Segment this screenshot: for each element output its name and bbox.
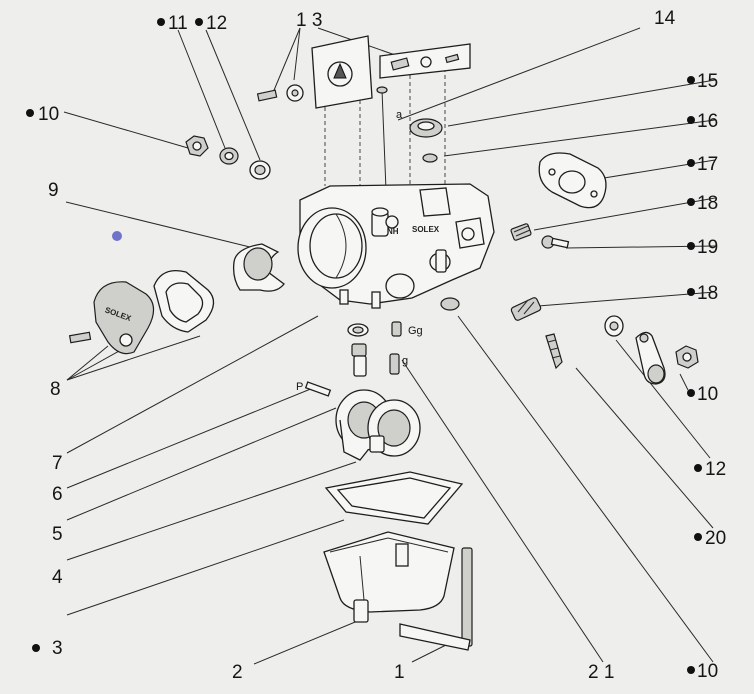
washer-7 <box>347 323 369 337</box>
ink-mark <box>112 231 122 241</box>
label-19: 19 <box>697 237 718 258</box>
label-7: 7 <box>52 453 63 474</box>
label-18-top: 18 <box>697 193 718 214</box>
label-3: 3 <box>52 638 63 659</box>
label-8: 8 <box>50 379 61 400</box>
label-2: 2 <box>232 662 243 683</box>
body-code-marking: NH <box>387 227 399 236</box>
letter-p: P <box>296 381 303 393</box>
nut-10-small <box>440 297 460 311</box>
washer-12-right <box>604 315 624 337</box>
letter-a: a <box>396 109 403 121</box>
label-4: 4 <box>52 567 63 588</box>
number-labels: 10 11 12 1 3 14 15 16 17 18 19 18 10 1 2 … <box>38 8 726 683</box>
gasket-3 <box>324 471 464 525</box>
label-14: 14 <box>654 8 676 29</box>
label-9: 9 <box>48 180 59 201</box>
label-11: 11 <box>168 13 188 34</box>
cover-8: SOLEX <box>68 269 215 355</box>
label-21: 2 1 <box>588 662 614 683</box>
float-bowl-2 <box>323 531 455 623</box>
label-5: 5 <box>52 524 63 545</box>
nut-10-right <box>675 345 699 369</box>
label-18-bottom: 18 <box>697 283 718 304</box>
label-10-right: 10 <box>697 384 718 405</box>
top-plate-13 <box>256 35 471 109</box>
label-17: 17 <box>697 154 718 175</box>
label-16: 16 <box>697 111 718 132</box>
carburetor-body: NH SOLEX <box>297 183 495 309</box>
float-4 <box>335 389 421 461</box>
label-15: 15 <box>697 71 718 92</box>
letter-g: g <box>402 355 408 367</box>
label-12-top: 12 <box>206 13 227 34</box>
screw-20 <box>545 333 563 370</box>
label-6: 6 <box>52 484 63 505</box>
jet-p-6 <box>351 343 367 377</box>
label-10-left: 10 <box>38 104 59 125</box>
label-10-bottom: 10 <box>697 661 718 682</box>
bullets <box>26 18 702 674</box>
label-12-right: 12 <box>705 459 726 480</box>
pin-5 <box>304 381 332 397</box>
cap-15-16 <box>409 118 443 163</box>
body-brand-marking: SOLEX <box>412 225 440 234</box>
choke-shutter-9 <box>232 243 285 292</box>
screw-18-upper <box>510 223 532 241</box>
lever-arm <box>635 331 666 385</box>
letter-gg: Gg <box>408 325 423 337</box>
jet-g-21 <box>389 353 400 375</box>
screw-19 <box>541 235 570 249</box>
label-20: 20 <box>705 528 726 549</box>
needle-14 <box>376 86 388 191</box>
spring-18-lower <box>510 297 542 321</box>
jet-gg <box>391 321 402 337</box>
gasket-17 <box>538 152 607 209</box>
washers-10-11-12 <box>185 135 271 180</box>
letter-labels: a P Gg g <box>296 109 423 393</box>
label-13: 1 3 <box>296 10 322 31</box>
label-1: 1 <box>394 662 405 683</box>
bolt-1 <box>399 547 473 651</box>
